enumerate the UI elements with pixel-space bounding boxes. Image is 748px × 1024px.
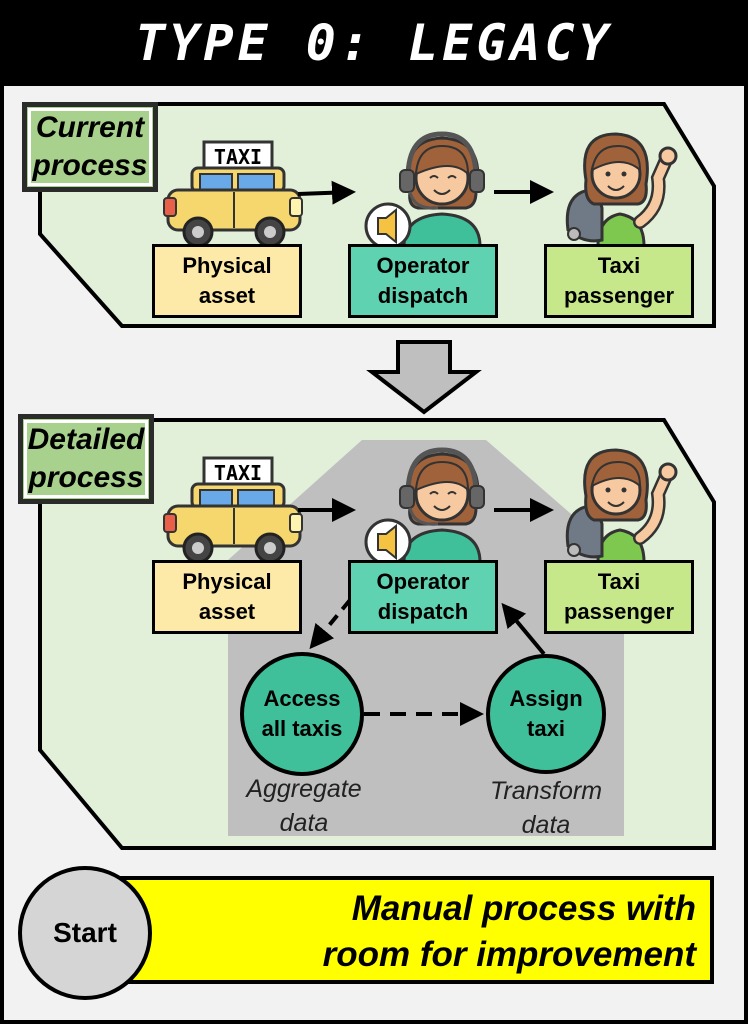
physical-asset-label: Physical asset — [152, 560, 302, 634]
taxi-passenger-label: Taxi passenger — [544, 560, 694, 634]
taxi-passenger-label: Taxi passenger — [544, 244, 694, 318]
access-all-taxis-label: Access all taxis — [261, 686, 343, 741]
aggregate-data-caption: Aggregate data — [246, 775, 362, 837]
summary-banner: Manual process with room for improvement — [118, 876, 714, 984]
start-node: Start — [18, 866, 152, 1000]
physical-asset-label: Physical asset — [152, 244, 302, 318]
assign-taxi-node — [486, 654, 606, 774]
assign-to-dispatch-arrow — [501, 602, 546, 656]
current-process-tag: Current process — [22, 102, 158, 192]
detailed-process-tag: Detailed process — [18, 414, 154, 504]
transform-data-caption: Transform data — [489, 777, 603, 839]
access-all-taxis-node — [240, 652, 364, 776]
assign-taxi-label: Assign taxi — [509, 686, 583, 741]
taxi-sign: TAXI — [214, 145, 262, 169]
operator-dispatch-label: Operator dispatch — [348, 560, 498, 634]
dispatch-to-access-arrow — [309, 598, 352, 650]
operator-dispatch-label: Operator dispatch — [348, 244, 498, 318]
taxi-sign: TAXI — [214, 461, 262, 485]
transition-arrow — [366, 340, 482, 415]
flow-arrow — [297, 180, 356, 205]
